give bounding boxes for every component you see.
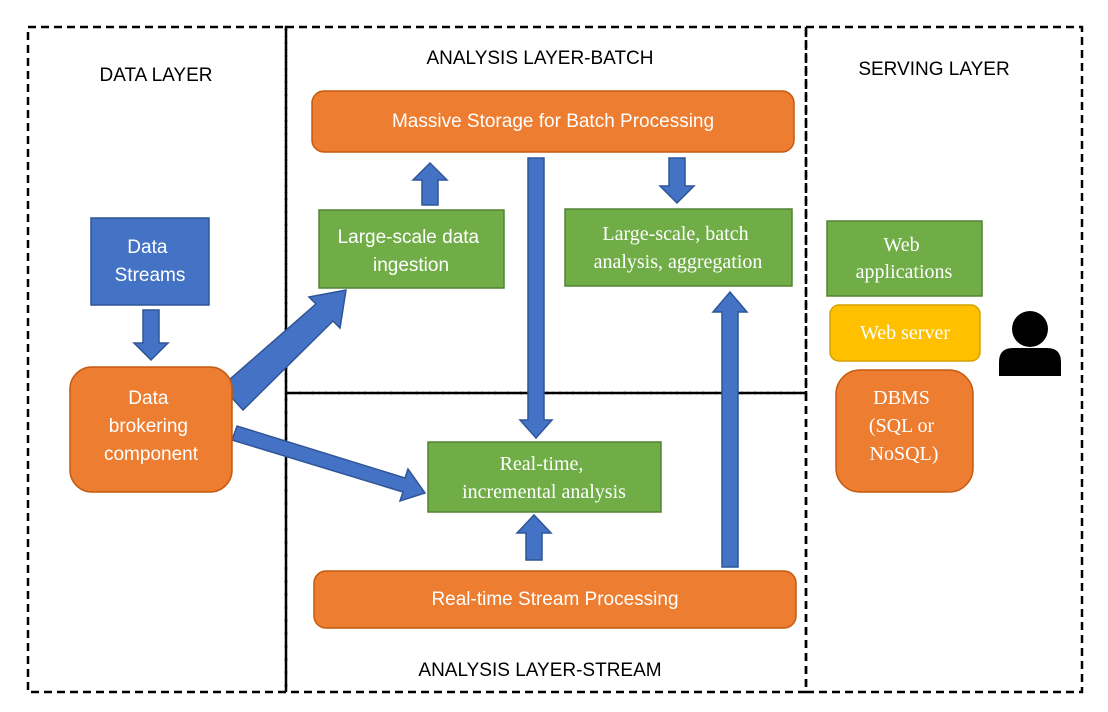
node-stream-processing: Real-time Stream Processing xyxy=(313,570,797,629)
data-streams-line-1: Data xyxy=(127,237,168,258)
node-data-streams: Data Streams xyxy=(90,217,210,306)
stream-processing-label: Real-time Stream Processing xyxy=(431,589,678,610)
node-web-applications: Web applications xyxy=(826,220,983,297)
arrow-storage-to-batch-analysis xyxy=(658,157,696,205)
svg-text:Data brokering com: Data brokering component xyxy=(104,388,199,465)
arrow-stream-to-batch-analysis xyxy=(711,290,749,568)
svg-text:Data Streams: Data Streams xyxy=(115,237,186,286)
arrow-ingestion-to-storage xyxy=(411,161,449,206)
arrow-storage-to-realtime xyxy=(518,157,554,440)
batch-analysis-line-1: Large-scale, batch xyxy=(602,223,748,245)
node-batch-analysis: Large-scale, batch analysis, aggregation xyxy=(564,208,793,287)
node-batch-storage: Massive Storage for Batch Processing xyxy=(311,90,795,153)
dbms-line-1: DBMS xyxy=(873,387,930,409)
node-web-server: Web server xyxy=(829,304,981,362)
data-streams-line-2: Streams xyxy=(115,265,186,286)
broker-line-3: component xyxy=(104,444,199,465)
svg-text:DBMS (SQL or NoSQL: DBMS (SQL or NoSQL) xyxy=(869,387,939,465)
arrow-stream-to-realtime xyxy=(515,513,553,561)
arrow-streams-to-broker xyxy=(132,309,170,362)
node-dbms: DBMS (SQL or NoSQL) xyxy=(835,369,974,493)
arrow-broker-to-ingestion xyxy=(219,289,347,412)
serving-layer-title: SERVING LAYER xyxy=(858,59,1009,80)
web-server-label: Web server xyxy=(860,322,950,344)
realtime-analysis-line-2: incremental analysis xyxy=(462,481,626,503)
ingestion-line-2: ingestion xyxy=(373,255,449,276)
broker-line-2: brokering xyxy=(109,416,188,437)
data-layer-boundary xyxy=(26,25,288,694)
svg-text:Large-scale data ingesti: Large-scale data ingestion xyxy=(338,227,485,276)
web-apps-line-1: Web xyxy=(883,234,919,256)
node-data-broker: Data brokering component xyxy=(69,366,233,493)
arrows xyxy=(132,157,749,568)
arrow-broker-to-realtime xyxy=(231,425,427,503)
svg-text:Web applications: Web applications xyxy=(856,234,953,283)
batch-storage-label: Massive Storage for Batch Processing xyxy=(392,111,714,132)
dbms-line-3: NoSQL) xyxy=(870,443,939,465)
batch-analysis-line-2: analysis, aggregation xyxy=(594,251,763,273)
web-apps-line-2: applications xyxy=(856,261,953,283)
serving-layer-boundary xyxy=(804,25,1084,694)
svg-text:Large-scale, batch analy: Large-scale, batch analysis, aggregation xyxy=(594,223,763,273)
svg-text:Real-time, incremental a: Real-time, incremental analysis xyxy=(462,453,626,503)
node-data-ingestion: Large-scale data ingestion xyxy=(318,209,505,289)
broker-line-1: Data xyxy=(128,388,169,409)
realtime-analysis-line-1: Real-time, xyxy=(500,453,584,475)
batch-layer-title: ANALYSIS LAYER-BATCH xyxy=(426,48,653,69)
stream-layer-title: ANALYSIS LAYER-STREAM xyxy=(418,660,661,681)
dbms-line-2: (SQL or xyxy=(869,415,935,437)
node-realtime-analysis: Real-time, incremental analysis xyxy=(427,441,662,513)
user-icon xyxy=(999,311,1061,376)
data-layer-title: DATA LAYER xyxy=(100,65,213,86)
ingestion-line-1: Large-scale data xyxy=(338,227,480,248)
